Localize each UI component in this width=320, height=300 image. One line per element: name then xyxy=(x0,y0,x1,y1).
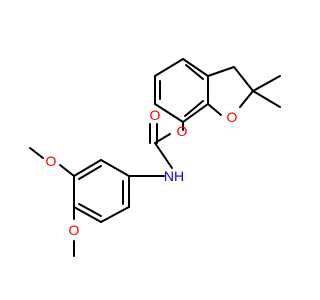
bond-aryl-inner-1 xyxy=(78,165,102,180)
bond-aromatic-5 xyxy=(182,58,209,77)
bond-furan-4 xyxy=(207,103,222,116)
bond-aromatic-inner-2 xyxy=(185,64,204,80)
bond-carbamate-n xyxy=(154,142,173,169)
bond-methoxy-top-1 xyxy=(59,164,75,177)
bond-methyl-1 xyxy=(252,75,281,92)
carbonyl-oxygen-label: O xyxy=(150,107,161,123)
bond-aryl-5 xyxy=(100,206,130,223)
bond-aryl-4 xyxy=(73,206,102,223)
bond-methyl-2 xyxy=(252,90,281,108)
ring-oxygen-label: O xyxy=(227,109,238,125)
amine-nh-label: NH xyxy=(164,168,184,184)
bond-furan-3 xyxy=(239,90,254,108)
ester-oxygen-label: O xyxy=(177,123,188,139)
bond-aromatic-inner-3 xyxy=(184,100,204,117)
bond-methoxy-top-2 xyxy=(29,147,44,159)
chemical-structure: O O O NH O O xyxy=(29,58,281,257)
bond-aryl-2 xyxy=(73,159,102,177)
methoxy-top-oxygen-label: O xyxy=(46,153,57,169)
methoxy-bottom-oxygen-label: O xyxy=(69,222,80,238)
bond-aromatic-2 xyxy=(154,103,184,123)
bond-furan-1 xyxy=(207,66,235,77)
bond-aryl-1 xyxy=(100,159,130,177)
bond-aromatic-3 xyxy=(182,103,209,123)
bond-aryl-inner-2 xyxy=(78,203,102,217)
bond-furan-2 xyxy=(233,66,254,92)
bond-aromatic-6 xyxy=(154,58,184,77)
